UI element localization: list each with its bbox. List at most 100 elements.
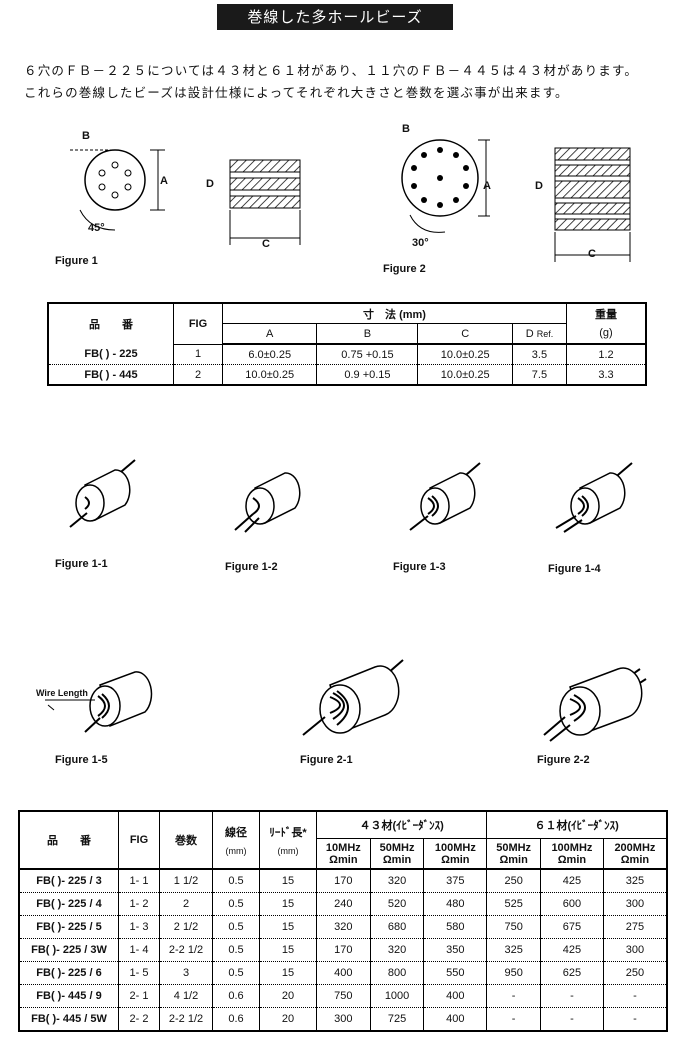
table-cell: 0.6 — [212, 984, 260, 1008]
wire-length-label: Wire Length — [36, 688, 88, 698]
table-cell: 2-2 1/2 — [159, 1007, 213, 1031]
dim-label-d1: D — [206, 178, 214, 190]
table-cell: 2- 1 — [118, 984, 160, 1008]
table-cell: 725 — [369, 1007, 424, 1031]
table-cell: 320 — [369, 869, 424, 893]
t1-header-a: A — [221, 323, 317, 345]
impedance-table: 品 番 FIG 巻数 線径(mm) ﾘｰﾄﾞ長*(mm) ４３材(ｲﾋﾞｰﾀﾞﾝ… — [18, 810, 668, 1032]
table-cell: 320 — [369, 938, 424, 962]
table-cell: 675 — [539, 915, 604, 939]
figure-1-side-view — [229, 159, 301, 245]
table-cell: 300 — [316, 1007, 371, 1031]
table-cell: 800 — [369, 961, 424, 985]
t2-header-part: 品 番 — [19, 811, 119, 870]
table-cell: - — [602, 984, 667, 1008]
t1-header-d: D Ref. — [511, 323, 567, 345]
table-cell: - — [486, 1007, 541, 1031]
table-cell: 2 — [159, 892, 213, 916]
table-cell: 1- 2 — [118, 892, 160, 916]
table-cell: 350 — [423, 938, 487, 962]
table-cell-part: FB( )- 225 / 5 — [36, 921, 102, 933]
figure-2-2-drawing — [543, 667, 647, 742]
table-cell: - — [539, 1007, 604, 1031]
table-cell: 300 — [602, 938, 667, 962]
table-cell: 2-2 1/2 — [159, 938, 213, 962]
table-cell: 580 — [423, 915, 487, 939]
table-cell: 0.5 — [212, 869, 260, 893]
figure-1-5-drawing — [45, 671, 153, 733]
t2-header-43: ４３材(ｲﾋﾞｰﾀﾞﾝｽ) — [315, 811, 487, 840]
t1-header-fig: FIG — [173, 303, 223, 345]
table-cell: 950 — [486, 961, 541, 985]
table-cell: 320 — [316, 915, 371, 939]
table-cell: 4 1/2 — [159, 984, 213, 1008]
table-cell: 15 — [259, 961, 317, 985]
table-cell: 750 — [486, 915, 541, 939]
table-cell: 680 — [369, 915, 424, 939]
t1-header-dims: 寸 法 (mm) — [222, 303, 567, 324]
figure-2-side-view — [554, 147, 631, 262]
table-cell: 250 — [486, 869, 541, 893]
t2-header-turns: 巻数 — [159, 811, 213, 870]
table-cell: 600 — [539, 892, 604, 916]
table-cell: 550 — [423, 961, 487, 985]
dim-label-c1: C — [262, 238, 270, 250]
table-cell: 0.5 — [212, 961, 260, 985]
table-cell: 170 — [316, 869, 371, 893]
intro-line-2: これらの巻線したビーズは設計仕様によってそれぞれ大きさと巻数を選ぶ事が出来ます。 — [24, 85, 569, 100]
t1-header-weight: 重量 — [566, 303, 646, 324]
t2-header-fig: FIG — [118, 811, 160, 870]
dim-label-c2: C — [588, 248, 596, 260]
table-cell: 0.5 — [212, 938, 260, 962]
figure-2-1-drawing — [302, 659, 404, 736]
figure-1-5-caption: Figure 1-5 — [55, 754, 108, 766]
table-cell: 520 — [369, 892, 424, 916]
figure-1-2-caption: Figure 1-2 — [225, 561, 278, 573]
table-cell-part: FB( )- 225 / 6 — [36, 967, 102, 979]
table-cell: 625 — [539, 961, 604, 985]
angle-label-2: 30° — [412, 237, 429, 249]
table-cell: 0.5 — [212, 892, 260, 916]
table-cell: 300 — [602, 892, 667, 916]
table-cell: 375 — [423, 869, 487, 893]
table-cell: 1- 1 — [118, 869, 160, 893]
table-cell: 20 — [259, 1007, 317, 1031]
figure-1-caption: Figure 1 — [55, 255, 98, 267]
table-cell: 1000 — [369, 984, 424, 1008]
table-cell: 0.5 — [212, 915, 260, 939]
angle-label-1: 45° — [88, 222, 105, 234]
table-row: FB( ) - 445 2 10.0±0.25 0.9 +0.15 10.0±0… — [48, 364, 646, 385]
table-cell: 425 — [539, 938, 604, 962]
figure-2-1-caption: Figure 2-1 — [300, 754, 353, 766]
figure-1-end-view — [70, 149, 165, 231]
t1-header-c: C — [417, 323, 513, 345]
table-cell: 0.6 — [212, 1007, 260, 1031]
figure-1-3-caption: Figure 1-3 — [393, 561, 446, 573]
dim-label-d2: D — [535, 180, 543, 192]
table-cell: 250 — [602, 961, 667, 985]
table-cell: 1- 3 — [118, 915, 160, 939]
dimensions-table: 品 番 FIG 寸 法 (mm) 重量 A B C D Ref. (g) FB(… — [47, 302, 647, 386]
figure-1-2-drawing — [234, 472, 301, 533]
table-cell: 240 — [316, 892, 371, 916]
table-cell: - — [602, 1007, 667, 1031]
table-cell: - — [539, 984, 604, 1008]
table-cell: 20 — [259, 984, 317, 1008]
dim-label-a1: A — [160, 175, 168, 187]
t1-header-part: 品 番 — [89, 319, 133, 331]
table-cell: 275 — [602, 915, 667, 939]
figure-1-1-drawing — [69, 459, 136, 528]
table-cell: 425 — [539, 869, 604, 893]
t2-header-wire: 線径(mm) — [212, 811, 260, 870]
table-cell: 525 — [486, 892, 541, 916]
